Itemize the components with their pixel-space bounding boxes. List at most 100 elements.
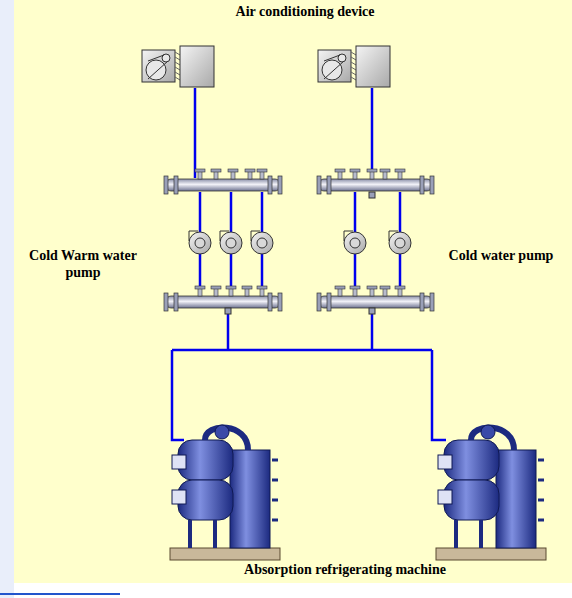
heat-exchanger-fin <box>538 519 544 522</box>
water-pipe <box>227 310 230 350</box>
nozzle-flange <box>335 169 345 172</box>
fan-wheel <box>322 60 342 80</box>
header-flange <box>164 293 168 311</box>
fan-housing <box>142 50 175 82</box>
device-caption: Air conditioning device <box>190 4 420 21</box>
pump-outlet <box>189 231 198 241</box>
water-box <box>172 455 186 469</box>
header-outlet <box>225 308 231 314</box>
nozzle-flange <box>211 286 221 289</box>
header-flange <box>420 293 424 311</box>
pump-outlet <box>220 231 229 241</box>
water-pump <box>389 231 411 254</box>
header-flange <box>317 176 321 194</box>
nozzle-flange <box>380 169 390 172</box>
nozzle-flange <box>211 169 221 172</box>
solution-pipe <box>456 520 481 548</box>
header-manifold <box>317 286 434 311</box>
nozzle-flange <box>226 286 236 289</box>
nozzle-flange <box>367 169 377 172</box>
flex-joint <box>351 52 356 55</box>
header-manifold <box>164 286 282 311</box>
nozzle-flange <box>195 286 205 289</box>
panel-ground <box>14 0 572 583</box>
pump-label: Cold water pump <box>436 248 566 265</box>
header-flange <box>268 293 272 311</box>
nozzle-flange <box>350 286 360 289</box>
nozzle-flange <box>257 286 267 289</box>
generator-shell <box>496 450 536 548</box>
nozzle-flange <box>335 286 345 289</box>
flex-joint <box>175 57 180 60</box>
nozzle-flange <box>367 286 377 289</box>
purge-unit <box>481 425 495 439</box>
pump-outlet <box>251 231 260 241</box>
heat-exchanger-fin <box>272 479 278 482</box>
pump-casing <box>389 232 411 254</box>
nozzle-flange <box>228 169 238 172</box>
chiller-base <box>170 548 280 560</box>
header-body <box>319 179 432 191</box>
pump-impeller <box>195 238 205 248</box>
water-box <box>438 455 452 469</box>
pump-impeller <box>226 238 236 248</box>
flex-joint <box>175 72 180 75</box>
header-manifold <box>317 169 434 194</box>
header-flange <box>268 176 272 194</box>
water-pipe <box>172 350 184 440</box>
heat-exchanger-fin <box>272 519 278 522</box>
fan-housing <box>318 50 351 82</box>
heat-exchanger-fin <box>538 479 544 482</box>
coil-casing <box>356 46 390 87</box>
nozzle-flange <box>350 169 360 172</box>
heat-exchanger-fin <box>272 459 278 462</box>
header-body <box>319 296 432 308</box>
pump-casing <box>344 232 366 254</box>
nozzle-flange <box>395 169 405 172</box>
nozzle-flange <box>380 286 390 289</box>
pump-outlet <box>389 231 398 241</box>
header-flange <box>430 293 434 311</box>
pump-impeller <box>395 238 405 248</box>
header-flange <box>317 293 321 311</box>
absorption-chiller <box>436 425 546 560</box>
flex-joint <box>351 62 356 65</box>
header-flange <box>278 176 282 194</box>
pump-casing <box>189 232 211 254</box>
water-pipe <box>172 349 432 352</box>
heat-exchanger-fin <box>538 459 544 462</box>
flex-joint <box>351 57 356 60</box>
pump-label: Cold Warm water pump <box>18 248 148 282</box>
pump-casing <box>220 232 242 254</box>
equipment-group <box>142 46 546 560</box>
nozzle-flange <box>242 286 252 289</box>
nozzle-flange <box>395 286 405 289</box>
pump-impeller <box>350 238 360 248</box>
absorption-chiller <box>170 425 280 560</box>
fan-belt <box>324 55 344 79</box>
air-handler-unit <box>318 46 390 87</box>
header-flange <box>327 176 331 194</box>
chiller-base <box>436 548 546 560</box>
flex-joint <box>351 72 356 75</box>
header-manifold <box>164 169 282 194</box>
header-flange <box>164 176 168 194</box>
header-flange <box>278 293 282 311</box>
flex-joint <box>351 77 356 80</box>
flex-joint <box>175 67 180 70</box>
water-pipe <box>371 88 374 178</box>
water-pump <box>220 231 242 254</box>
water-box <box>438 490 452 504</box>
device-caption: Absorption refrigerating machine <box>180 562 510 579</box>
water-pipe <box>432 350 446 440</box>
water-pipe <box>371 310 374 350</box>
header-flange <box>174 176 178 194</box>
heat-exchanger-fin <box>538 499 544 502</box>
pump-impeller <box>257 238 267 248</box>
header-outlet <box>369 192 375 198</box>
generator-shell <box>230 450 270 548</box>
pump-outlet <box>344 231 353 241</box>
coil-casing <box>180 46 214 87</box>
header-flange <box>327 293 331 311</box>
